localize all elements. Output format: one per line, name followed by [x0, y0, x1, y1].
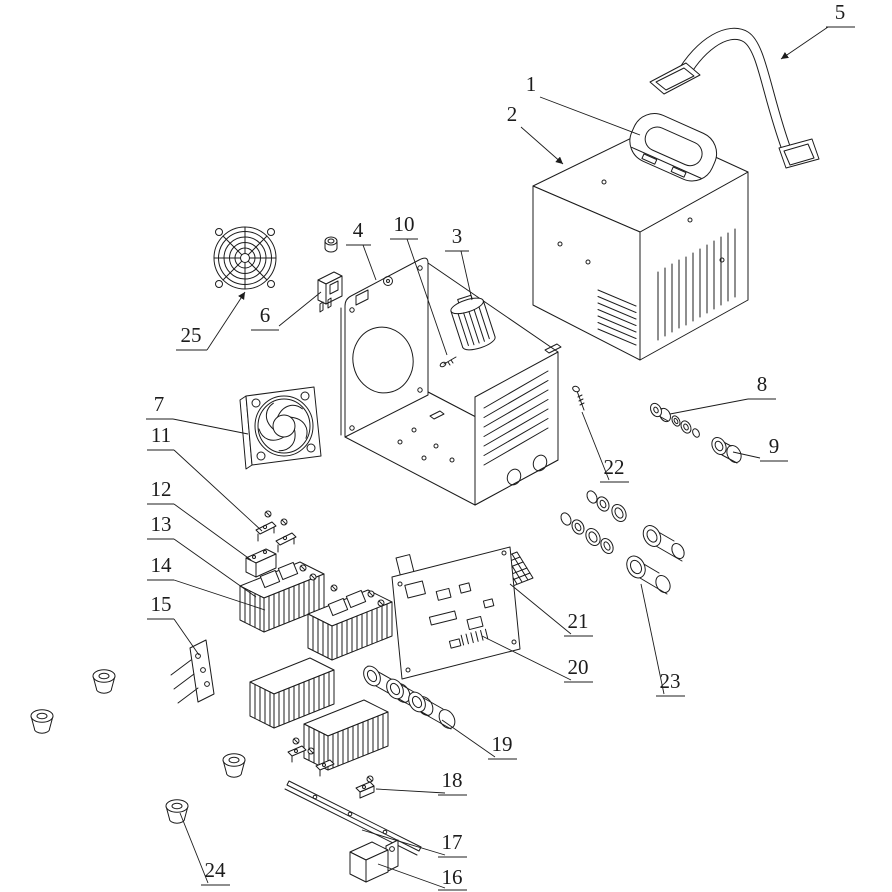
part-label-12: 12 — [151, 477, 172, 501]
callout-part-4: 4 — [346, 218, 377, 281]
part-19-capacitors — [363, 665, 456, 730]
part-label-10: 10 — [394, 212, 415, 236]
part-label-19: 19 — [492, 732, 513, 756]
part-4-front-panel — [340, 257, 429, 438]
part-label-23: 23 — [660, 669, 681, 693]
part-label-1: 1 — [526, 72, 537, 96]
part-label-9: 9 — [769, 434, 780, 458]
panel-grommet — [324, 236, 338, 253]
part-label-7: 7 — [154, 392, 165, 416]
part-label-18: 18 — [442, 768, 463, 792]
part-label-13: 13 — [151, 512, 172, 536]
heatsink-d — [303, 699, 389, 771]
transistor-package — [345, 589, 367, 609]
capacitor — [408, 691, 456, 730]
part-13-heatsink — [239, 561, 325, 633]
washer-set-lower — [560, 512, 671, 595]
heatsink-c — [249, 657, 335, 729]
callouts: 1 2 5 25 6 4 10 — [146, 0, 855, 891]
heatsink-b — [307, 589, 393, 661]
callout-part-5: 5 — [780, 0, 855, 60]
part-12-mount-block — [245, 548, 277, 578]
callout-part-1: 1 — [526, 72, 641, 136]
part-22-screw — [572, 385, 585, 411]
part-label-17: 17 — [442, 830, 463, 854]
part-7-fan — [239, 386, 322, 470]
part-24-foot — [92, 669, 116, 694]
part-18-clamps — [287, 745, 375, 799]
callout-part-9: 9 — [732, 434, 788, 462]
callout-part-6: 6 — [251, 291, 322, 331]
part-3-transformer — [450, 294, 496, 351]
part-label-5: 5 — [835, 0, 846, 24]
callout-part-17: 17 — [361, 829, 467, 858]
callout-part-18: 18 — [375, 768, 467, 796]
part-label-15: 15 — [151, 592, 172, 616]
callout-part-11: 11 — [147, 423, 263, 532]
callout-part-25: 25 — [176, 291, 246, 351]
part-15-bracket — [170, 639, 215, 704]
part-label-16: 16 — [442, 865, 463, 889]
part-label-8: 8 — [757, 372, 768, 396]
part-label-22: 22 — [604, 455, 625, 479]
fan-opening — [352, 326, 414, 394]
part-label-3: 3 — [452, 224, 463, 248]
part-24-foot — [30, 709, 54, 734]
part-11-transistor-clamps — [255, 521, 297, 553]
part-24-foot — [165, 799, 189, 824]
part-25-fan-guard — [213, 226, 277, 290]
callout-part-20: 20 — [481, 635, 593, 683]
guard-spokes — [213, 226, 277, 290]
transistor-package — [259, 569, 281, 589]
callout-part-10: 10 — [390, 212, 448, 356]
part-2-cover — [532, 127, 749, 361]
part-8-shaft-parts — [649, 402, 700, 438]
callout-part-8: 8 — [669, 372, 776, 415]
part-16-inductor — [349, 839, 399, 883]
callout-part-3: 3 — [445, 224, 473, 301]
part-5-shoulder-strap — [649, 27, 820, 169]
part-label-4: 4 — [353, 218, 364, 242]
part-6-power-switch — [317, 271, 343, 313]
terminal-hole — [532, 454, 548, 472]
part-17-busbar — [284, 780, 422, 856]
washer-set-upper — [586, 490, 685, 562]
part-24-foot — [222, 753, 246, 778]
chassis-end-plate — [474, 351, 559, 506]
callout-part-15: 15 — [147, 592, 200, 656]
callout-part-19: 19 — [441, 719, 517, 760]
part-1-handle — [629, 113, 718, 182]
part-20-pcb — [391, 546, 521, 680]
callout-part-16: 16 — [377, 863, 467, 891]
part-label-11: 11 — [151, 423, 171, 447]
callout-part-21: 21 — [509, 583, 593, 637]
callout-part-14: 14 — [147, 553, 266, 611]
part-label-14: 14 — [151, 553, 173, 577]
callout-part-12: 12 — [147, 477, 252, 561]
transistor-package — [277, 561, 299, 581]
part-23-bushing — [626, 555, 671, 595]
end-plate-louvers — [483, 370, 549, 466]
switch-cutout — [355, 289, 369, 306]
part-label-25: 25 — [181, 323, 202, 347]
callout-part-23: 23 — [640, 583, 685, 697]
part-label-20: 20 — [568, 655, 589, 679]
terminal-hole — [506, 468, 522, 486]
part-10-screw — [439, 356, 457, 368]
callout-part-7: 7 — [146, 392, 249, 435]
callout-part-24: 24 — [179, 812, 230, 886]
cover-side-louvers — [657, 228, 736, 341]
part-label-6: 6 — [260, 303, 271, 327]
floor-slot — [429, 410, 445, 420]
callout-part-13: 13 — [147, 512, 257, 598]
callout-part-2: 2 — [507, 102, 564, 165]
callout-part-22: 22 — [581, 411, 629, 483]
part-label-24: 24 — [205, 858, 227, 882]
transistor-package — [327, 597, 349, 617]
cover-front-louvers — [597, 289, 637, 346]
part-label-2: 2 — [507, 102, 518, 126]
part-9-knob-cap — [711, 436, 742, 464]
part-label-21: 21 — [568, 609, 589, 633]
